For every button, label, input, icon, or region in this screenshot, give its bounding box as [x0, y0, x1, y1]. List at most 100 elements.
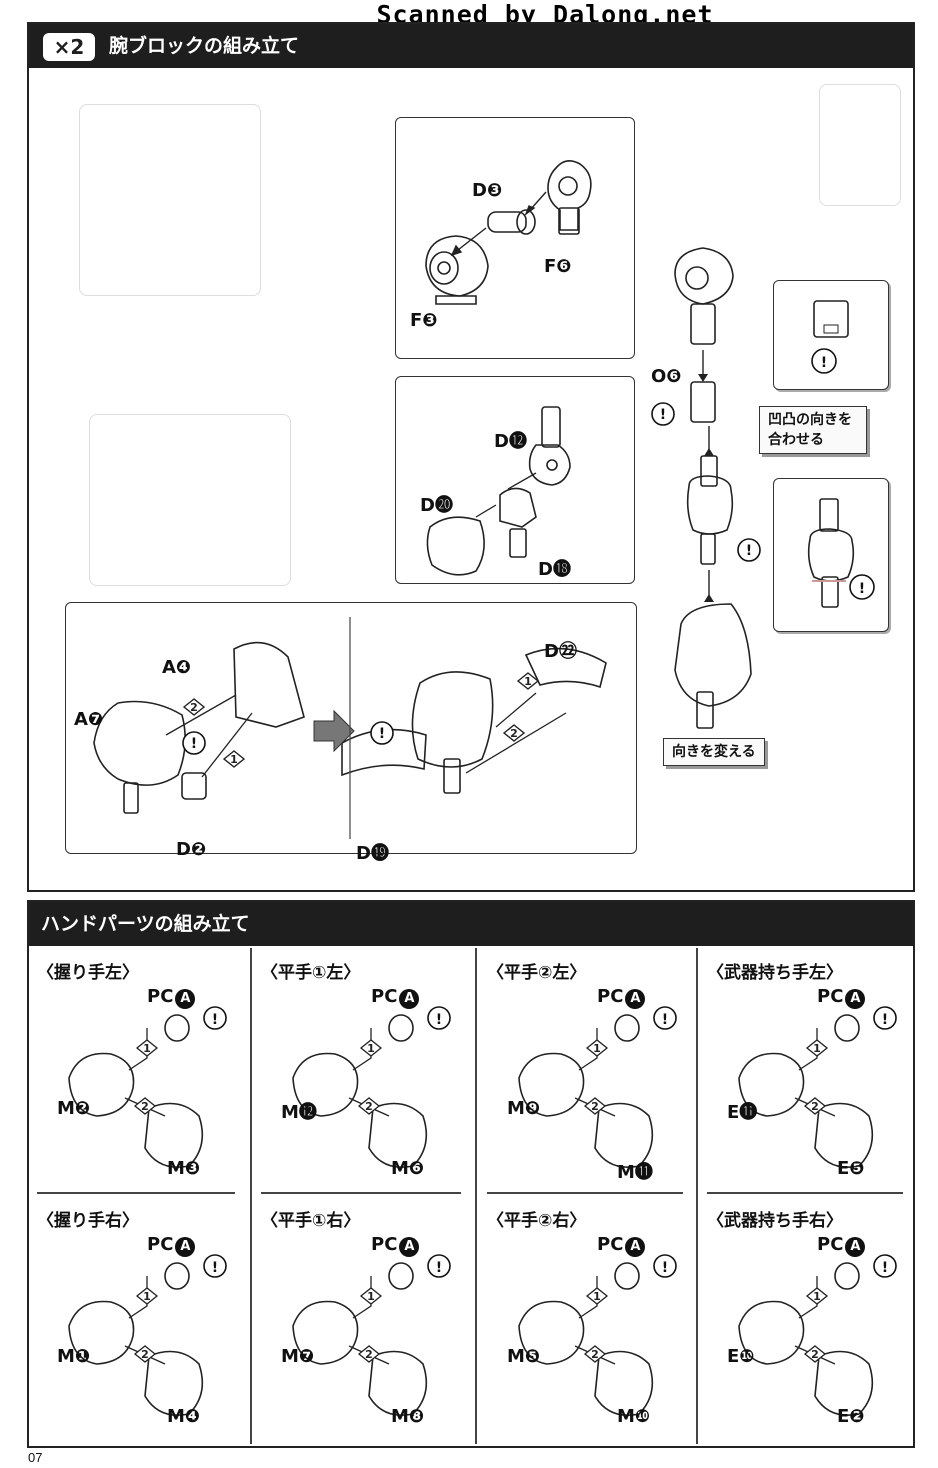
- pc-cap-part: [834, 1262, 860, 1290]
- step-1-badge-shape: [805, 1287, 829, 1305]
- step-1-badge: 1: [813, 1290, 821, 1303]
- hand-part-label-1: E⓫: [727, 1102, 758, 1123]
- hand-section-title: ハンドパーツの組み立て: [41, 913, 250, 935]
- assembly-line: [798, 1276, 818, 1319]
- step-2-badge-shape: [803, 1345, 827, 1363]
- caution-icon: [427, 1254, 451, 1278]
- hand-panel-title: 〈武器持ち手右〉: [707, 1211, 843, 1231]
- hand-part-label-1: M❾: [507, 1098, 541, 1119]
- palm-part: [292, 1300, 359, 1365]
- align-callout: 凹凸の向きを 合わせる: [759, 406, 867, 454]
- bleed-through-shape: [79, 104, 261, 296]
- pc-cap-part: [834, 1014, 860, 1042]
- hand-part-label-2: M❻: [391, 1158, 425, 1179]
- part-label-d18: D⓲: [538, 559, 571, 580]
- part-label-d22: D㉒: [544, 641, 577, 662]
- step-2-badge-shape: [583, 1345, 607, 1363]
- grid-divider: [261, 1192, 461, 1194]
- palm-part: [292, 1052, 359, 1117]
- grid-divider: [250, 948, 252, 1444]
- hand-part-label-1: E❿: [727, 1346, 755, 1367]
- pc-cap-part: [388, 1014, 414, 1042]
- caution-icon: [653, 1254, 677, 1278]
- hand-panel-title: 〈握り手右〉: [37, 1211, 139, 1231]
- pc-label-text: PC: [371, 1234, 398, 1255]
- palm-part: [738, 1052, 805, 1117]
- step-1-badge: 1: [367, 1042, 375, 1055]
- arm-section-title: 腕ブロックの組み立て: [109, 35, 300, 57]
- caution-icon: [370, 721, 394, 745]
- step-1-badge: 1: [813, 1042, 821, 1055]
- forearm-inset: 2 1 1 2 ! ! A❹ A❼ D❷ D㉒ D⓳: [65, 602, 637, 864]
- pc-letter-badge: A: [175, 989, 196, 1009]
- hand-part-label-1: M❼: [281, 1346, 315, 1367]
- hand-part-label-2: M❹: [167, 1406, 201, 1427]
- hand-assembly-drawing: !12: [518, 1254, 677, 1416]
- caution-mark: !: [662, 1260, 668, 1276]
- caution-icon: [182, 731, 206, 755]
- socket-detail-drawing: !: [811, 300, 849, 374]
- pc-cap-part: [614, 1262, 640, 1290]
- pc-label-text: PC: [147, 1234, 174, 1255]
- svg-text:!: !: [859, 581, 865, 597]
- caution-icon: [811, 348, 837, 374]
- caution-icon: [651, 402, 675, 426]
- svg-text:!: !: [660, 407, 666, 423]
- pc-label-text: PC: [371, 986, 398, 1007]
- part-label-d2: D❷: [176, 839, 207, 860]
- part-label-d12: D⓬: [494, 431, 527, 452]
- turn-callout: 向きを変える: [663, 738, 765, 766]
- step-2-badge-shape: [803, 1097, 827, 1115]
- fingers-part: [814, 1350, 874, 1416]
- grid-divider: [487, 1192, 683, 1194]
- hand-assembly-drawing: !12: [738, 1254, 897, 1416]
- grid-divider: [707, 1192, 903, 1194]
- forearm-drawing: 2 1 1 2 ! !: [93, 617, 607, 839]
- step-2-badge: 2: [190, 701, 198, 714]
- hand-parts-section: ハンドパーツの組み立て: [27, 900, 915, 1448]
- hand-part-label-2: E❷: [837, 1406, 865, 1427]
- hand-part-label-2: M⓫: [617, 1162, 653, 1183]
- hand-assembly-drawing: !12: [738, 1006, 897, 1168]
- hand-section-header: ハンドパーツの組み立て: [29, 902, 913, 946]
- step-2-badge-shape: [357, 1097, 381, 1115]
- align-callout-line2: 合わせる: [768, 432, 824, 448]
- step-1-badge-shape: [805, 1039, 829, 1057]
- arm-assembly-drawing: ! !: [651, 247, 761, 729]
- grid-divider: [475, 948, 477, 1444]
- palm-part: [68, 1052, 135, 1117]
- palm-part: [738, 1300, 805, 1365]
- svg-text:!: !: [379, 726, 385, 742]
- caution-mark: !: [882, 1260, 888, 1276]
- arm-section-header: ×2 腕ブロックの組み立て: [29, 24, 913, 68]
- pc-cap-part: [614, 1014, 640, 1042]
- hand-part-label-2: M❿: [617, 1406, 651, 1427]
- hand-panel-title: 〈握り手左〉: [37, 963, 139, 983]
- pc-label-text: PC: [147, 986, 174, 1007]
- step-2-badge-shape: [357, 1345, 381, 1363]
- fingers-part: [144, 1102, 204, 1168]
- pc-label-text: PC: [597, 1234, 624, 1255]
- hand-panel-title: 〈武器持ち手左〉: [707, 963, 843, 983]
- step-1-badge: 1: [143, 1290, 151, 1303]
- pc-cap-part: [164, 1262, 190, 1290]
- page-number: 07: [28, 1450, 43, 1465]
- assembly-line: [352, 1276, 372, 1319]
- pc-cap-part: [164, 1014, 190, 1042]
- step-2-badge: 2: [365, 1100, 373, 1113]
- pc-letter-badge: A: [399, 1237, 420, 1257]
- hand-assembly-drawing: !12: [292, 1254, 451, 1416]
- step-1-badge-shape: [585, 1039, 609, 1057]
- elbow-joint-inset: D⓬ D⓴ D⓲: [395, 376, 635, 584]
- joint-detail-inset: !: [773, 478, 889, 632]
- caution-mark: !: [436, 1012, 442, 1028]
